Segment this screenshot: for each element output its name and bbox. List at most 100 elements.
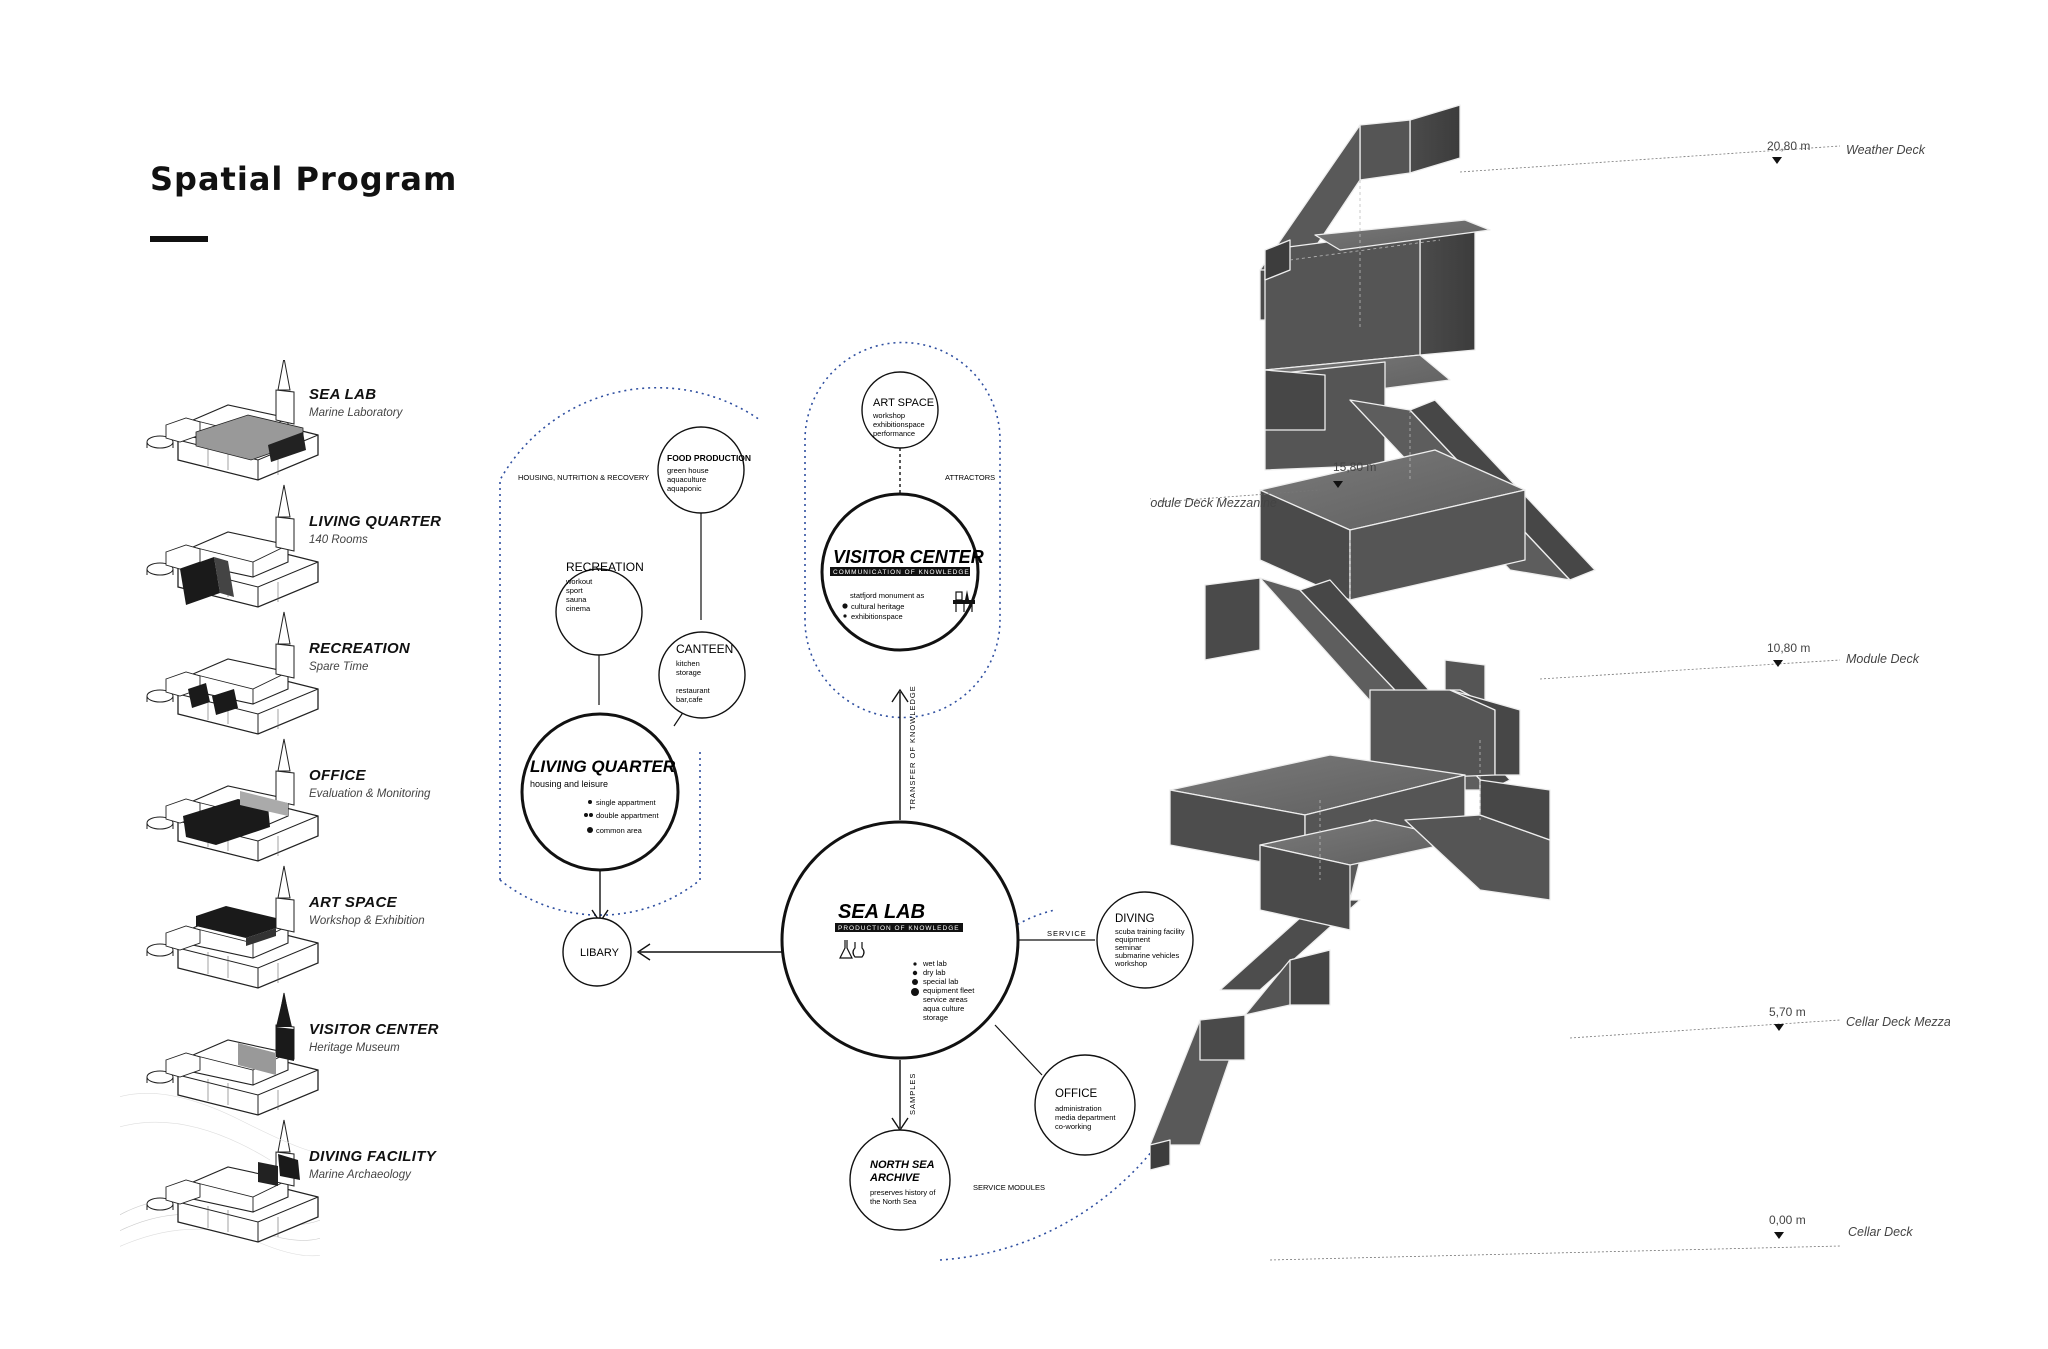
node-north-sea-archive [849, 1129, 951, 1231]
program-label-office: OFFICE [309, 767, 366, 784]
sea-lab-item: storage [923, 1013, 948, 1022]
level-name-weather-deck: Weather Deck [1846, 143, 1926, 157]
diving-item: submarine vehicles [1115, 951, 1179, 960]
art-space-item: performance [873, 429, 915, 438]
node-diving [1096, 891, 1194, 989]
service-modules-label: SERVICE MODULES [973, 1183, 1045, 1192]
visitor-center-item: exhibitionspace [851, 612, 903, 621]
art-space-item: workshop [872, 411, 905, 420]
program-sub-diving-facility: Marine Archaeology [309, 1169, 411, 1181]
recreation-item: sport [566, 586, 584, 595]
program-sub-sea-lab: Marine Laboratory [309, 407, 403, 419]
level-name-module-deck: Module Deck [1846, 652, 1920, 666]
program-label-visitor-center: VISITOR CENTER [309, 1021, 439, 1038]
program-sub-recreation: Spare Time [309, 661, 369, 673]
diving-item: workshop [1114, 959, 1147, 968]
canteen-title: CANTEEN [676, 642, 733, 656]
platform-icon [953, 590, 975, 612]
canteen-item: kitchen [676, 659, 700, 668]
archive-item: preserves history of [870, 1188, 936, 1197]
living-quarter-item: double appartment [596, 811, 659, 820]
living-quarter-title: LIVING QUARTER [530, 757, 676, 776]
level-value-weather-deck: 20,80 m [1767, 139, 1810, 153]
node-libary [562, 917, 632, 987]
level-name-cellar-deck-mezzanine: Cellar Deck Mezzanine [1846, 1015, 1950, 1029]
node-art-space [861, 371, 939, 449]
node-food-production [657, 426, 745, 514]
living-quarter-item: common area [596, 826, 643, 835]
office-item: co-working [1055, 1122, 1091, 1131]
zone-housing-outline-lower [499, 750, 701, 916]
service-arc-outer [939, 1054, 1206, 1261]
level-annotations: 20,80 m Weather Deck 15,80 m Module Deck… [1150, 139, 1950, 1261]
zone-label-housing: HOUSING, NUTRITION & RECOVERY [518, 473, 649, 482]
living-quarter-subtitle: housing and leisure [530, 779, 608, 789]
program-sub-office: Evaluation & Monitoring [309, 788, 431, 800]
node-canteen [658, 631, 746, 719]
recreation-item: cinema [566, 604, 591, 613]
diving-item: seminar [1115, 943, 1142, 952]
visitor-center-subtitle: COMMUNICATION OF KNOWLEDGE [833, 569, 970, 576]
page-title: Spatial Program [150, 160, 458, 198]
program-sub-art-space: Workshop & Exhibition [309, 915, 425, 927]
diving-item: equipment [1115, 935, 1151, 944]
edge-label-service: SERVICE [1047, 929, 1087, 938]
canteen-item: storage [676, 668, 701, 677]
sea-lab-item: equipment fleet [923, 986, 975, 995]
archive-item: the North Sea [870, 1197, 917, 1206]
node-sea-lab [780, 820, 1020, 1060]
node-office [1034, 1054, 1136, 1156]
service-arc-inner [957, 909, 1056, 991]
zone-label-attractors: ATTRACTORS [945, 473, 995, 482]
level-value-module-deck-mezzanine: 15,80 m [1333, 460, 1376, 474]
lab-flask-icon [839, 940, 865, 959]
art-space-title: ART SPACE [873, 397, 934, 409]
diving-item: scuba training facility [1115, 927, 1185, 936]
archive-title-1: NORTH SEA [870, 1159, 935, 1171]
recreation-title: RECREATION [566, 560, 644, 574]
living-quarter-item: single appartment [596, 798, 657, 807]
level-value-cellar-deck: 0,00 m [1769, 1213, 1806, 1227]
sea-lab-item: special lab [923, 977, 958, 986]
diving-title: DIVING [1115, 913, 1155, 925]
program-thumbnails [120, 360, 320, 1257]
food-title: FOOD PRODUCTION [667, 453, 751, 463]
visitor-center-item: cultural heritage [851, 602, 904, 611]
office-item: administration [1055, 1104, 1102, 1113]
sea-lab-item: wet lab [922, 959, 947, 968]
visitor-center-item: statfjord monument as [850, 591, 924, 600]
program-sub-visitor-center: Heritage Museum [309, 1042, 400, 1054]
canteen-item: bar,cafe [676, 695, 703, 704]
office-item: media department [1055, 1113, 1116, 1122]
office-title: OFFICE [1055, 1088, 1097, 1100]
libary-title: LIBARY [580, 947, 620, 959]
sea-lab-item: dry lab [923, 968, 946, 977]
level-value-module-deck: 10,80 m [1767, 641, 1810, 655]
recreation-item: sauna [566, 595, 587, 604]
recreation-item: workout [565, 577, 593, 586]
edge-label-samples: SAMPLES [908, 1073, 917, 1115]
axonometric-module-stack [1150, 104, 1596, 1171]
visitor-center-title: VISITOR CENTER [833, 547, 984, 567]
program-label-recreation: RECREATION [309, 640, 411, 657]
sea-lab-item: service areas [923, 995, 968, 1004]
level-value-cellar-deck-mezzanine: 5,70 m [1769, 1005, 1806, 1019]
level-name-cellar-deck: Cellar Deck [1848, 1225, 1913, 1239]
archive-title-2: ARCHIVE [869, 1172, 920, 1184]
program-label-living-quarter: LIVING QUARTER [309, 513, 442, 530]
sea-lab-title: SEA LAB [838, 901, 925, 923]
title-underline [150, 236, 208, 242]
program-bubble-diagram: HOUSING, NUTRITION & RECOVERY ATTRACTORS… [499, 341, 1206, 1261]
program-label-diving-facility: DIVING FACILITY [309, 1148, 437, 1165]
food-item: green house [667, 466, 709, 475]
program-sub-living-quarter: 140 Rooms [309, 534, 368, 546]
sea-lab-subtitle: PRODUCTION OF KNOWLEDGE [838, 925, 960, 932]
sea-lab-item: aqua culture [923, 1004, 964, 1013]
program-label-sea-lab: SEA LAB [309, 386, 377, 403]
edge-label-transfer: TRANSFER OF KNOWLEDGE [908, 685, 917, 810]
art-space-item: exhibitionspace [873, 420, 925, 429]
node-living-quarter [520, 712, 680, 872]
zone-housing-outline [499, 386, 761, 880]
level-name-module-deck-mezzanine: Module Deck Mezzanine [1150, 496, 1277, 510]
program-label-art-space: ART SPACE [309, 894, 397, 911]
